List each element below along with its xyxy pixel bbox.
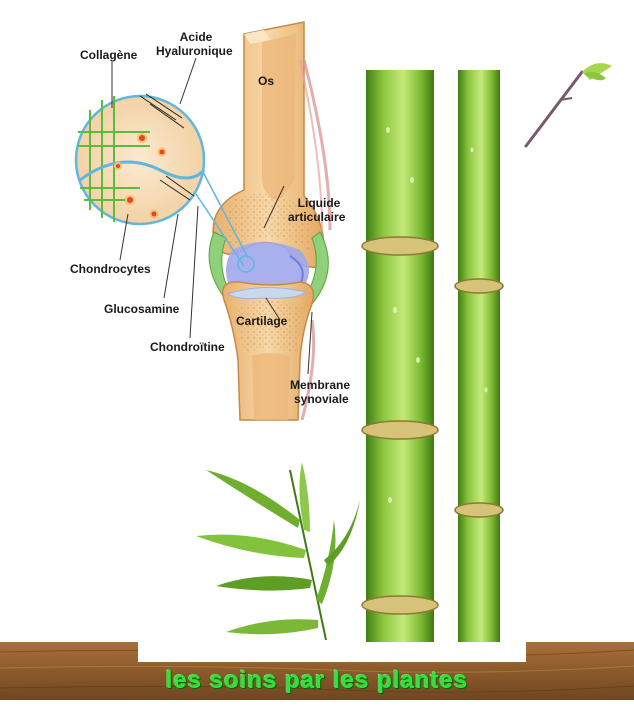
ligaments (299, 59, 332, 421)
caption-text: les soins par les plantes (165, 667, 469, 694)
label-chondroitine: Chondroïtine (150, 340, 225, 354)
cartilage-zoom-circle (74, 93, 206, 226)
label-hyaluronique: Hyaluronique (156, 44, 233, 58)
bamboo-stalk-left (361, 70, 439, 642)
lower-bone (222, 281, 315, 421)
bamboo-panel (356, 66, 504, 646)
zoom-connector (195, 169, 255, 273)
label-collagene: Collagène (80, 48, 138, 62)
leader-lines (111, 57, 313, 375)
label-membrane: Membrane (290, 378, 351, 392)
bamboo-leaves (196, 462, 360, 641)
upper-bone (212, 21, 325, 268)
label-glucosamine: Glucosamine (104, 302, 180, 316)
label-cartilage: Cartilage (236, 314, 288, 328)
label-articulaire: articulaire (288, 210, 346, 224)
label-acide: Acide (179, 30, 213, 44)
twig-with-bud (524, 63, 612, 148)
label-os: Os (258, 74, 275, 88)
label-chondrocytes: Chondrocytes (70, 262, 151, 276)
label-liquide: Liquide (297, 196, 341, 210)
label-synoviale: synoviale (294, 392, 349, 406)
bamboo-stalk-right (454, 70, 504, 642)
